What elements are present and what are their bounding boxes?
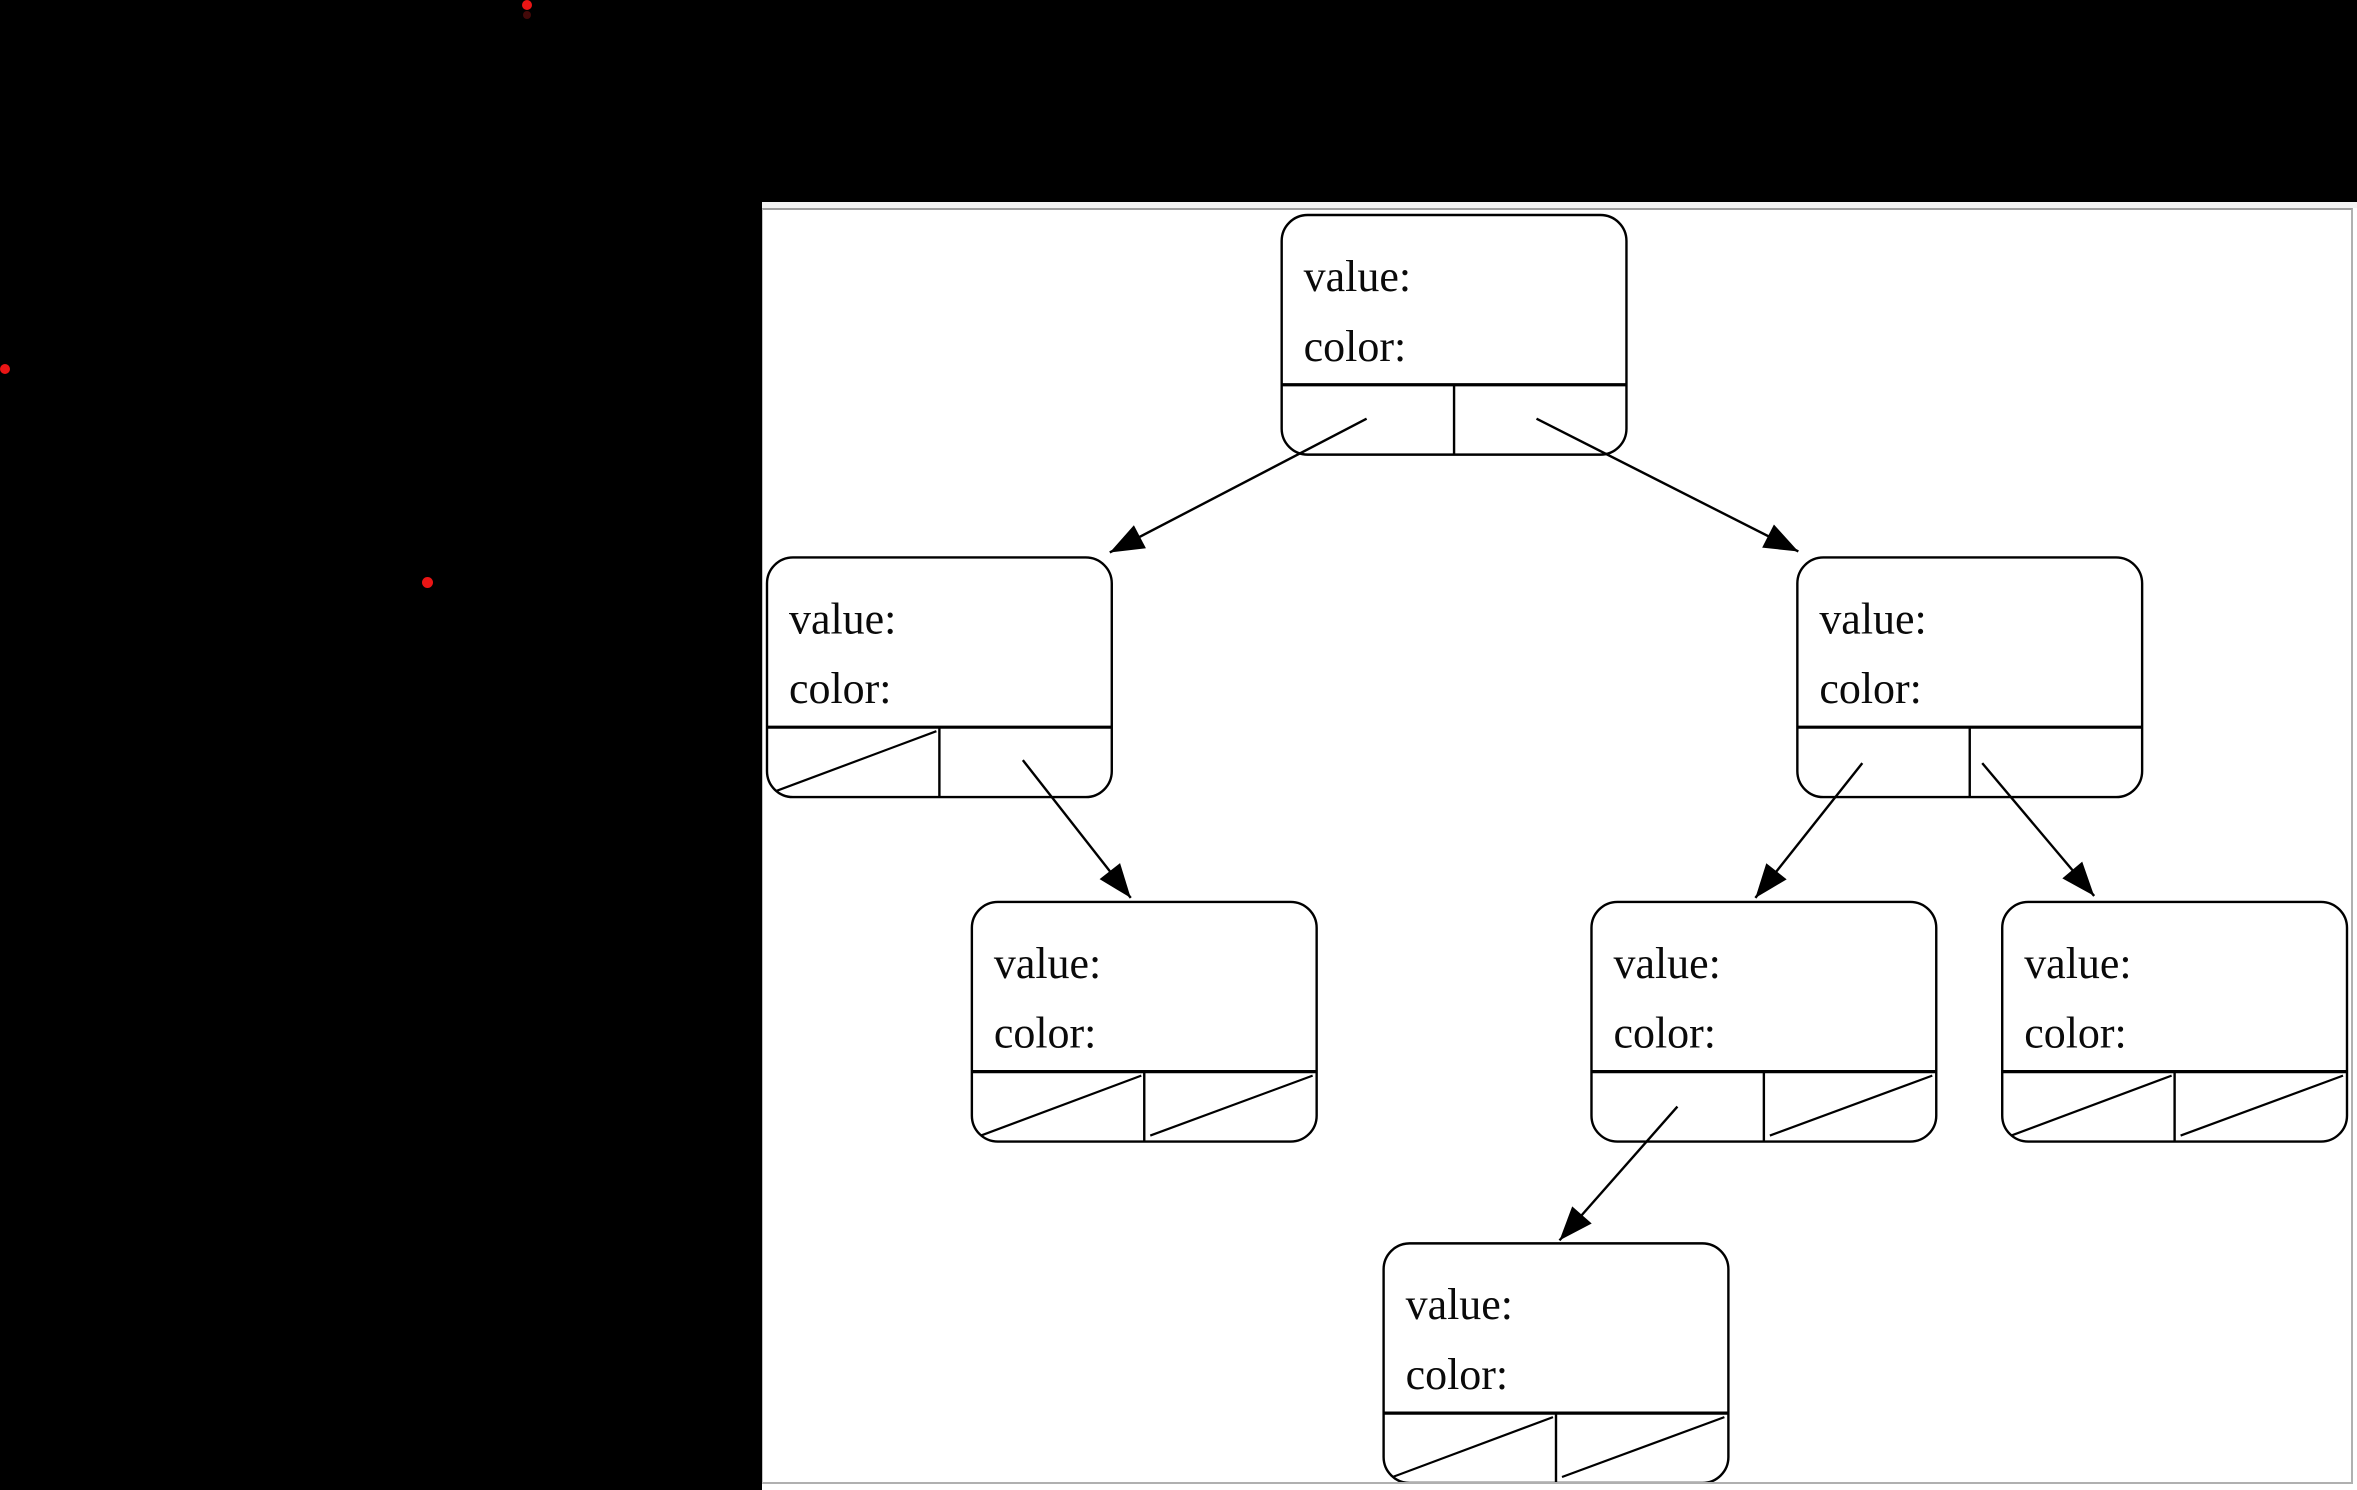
arrow-head-icon <box>1109 525 1146 553</box>
node-label-value: value: <box>1304 252 1411 301</box>
arrow-shaft <box>1535 417 1799 553</box>
panel-top-strip <box>762 202 2357 208</box>
tree-node-left-right-grandchild: value: color: <box>970 900 1318 1143</box>
null-pointer-slash-right <box>1561 1416 1725 1479</box>
arrow-head-icon <box>1099 863 1131 898</box>
node-label-value: value: <box>1613 939 1720 988</box>
tree-node-left-child: value: color: <box>765 556 1113 799</box>
null-pointer-slash-left <box>2010 1074 2172 1137</box>
node-label-value: value: <box>1819 594 1926 643</box>
tree-node-right-left-grandchild: value: color: <box>1590 900 1938 1143</box>
red-dot <box>421 576 433 588</box>
pointer-arrow-right-child-to-right-grandchild <box>1981 762 2096 897</box>
viewer-panel: value:color:value:color:value:color:valu… <box>762 202 2357 1490</box>
node-label-color: color: <box>1406 1350 1509 1399</box>
pointer-arrow-left-child-to-grandchild <box>1021 759 1132 899</box>
node-label-color: color: <box>789 664 892 713</box>
tree-node-root: value: color: <box>1280 213 1628 456</box>
red-dot <box>522 0 532 10</box>
tree-node-right-child: value: color: <box>1796 556 2144 799</box>
node-box <box>1382 1242 1730 1482</box>
pointer-arrow-right-child-to-left-grandchild <box>1754 762 1864 899</box>
pointer-arrow-grandchild-to-bottom-node <box>1558 1105 1679 1242</box>
node-label-value: value: <box>994 939 1101 988</box>
node-label-value: value: <box>2024 939 2131 988</box>
null-pointer-slash-left <box>980 1074 1142 1137</box>
node-label-color: color: <box>1304 322 1407 371</box>
pointer-arrow-root-to-left-child <box>1109 417 1368 554</box>
null-pointer-slash-left <box>775 730 937 793</box>
null-pointer-slash-right <box>1769 1074 1933 1137</box>
red-dot <box>523 11 531 19</box>
tree-node-bottom-node: value: color: <box>1382 1242 1730 1482</box>
node-label-color: color: <box>2024 1009 2127 1058</box>
node-label-color: color: <box>1819 664 1922 713</box>
node-label-value: value: <box>789 594 896 643</box>
arrow-shaft <box>1109 417 1368 554</box>
binary-tree-diagram: value:color:value:color:value:color:valu… <box>765 213 2349 1482</box>
arrow-head-icon <box>1559 1206 1592 1241</box>
arrow-head-icon <box>1762 524 1799 552</box>
node-label-color: color: <box>994 1009 1097 1058</box>
null-pointer-slash-left <box>1392 1416 1554 1479</box>
arrow-head-icon <box>2062 861 2095 896</box>
red-dot <box>0 364 10 374</box>
tree-node-right-right-grandchild: value: color: <box>2001 900 2349 1143</box>
node-label-value: value: <box>1406 1280 1513 1329</box>
arrow-head-icon <box>1755 863 1787 898</box>
pointer-arrow-root-to-right-child <box>1535 417 1799 553</box>
null-pointer-slash-right <box>2180 1074 2344 1137</box>
null-pointer-slash-right <box>1149 1074 1314 1137</box>
node-label-color: color: <box>1613 1009 1716 1058</box>
viewer-canvas: value:color:value:color:value:color:valu… <box>762 208 2353 1484</box>
